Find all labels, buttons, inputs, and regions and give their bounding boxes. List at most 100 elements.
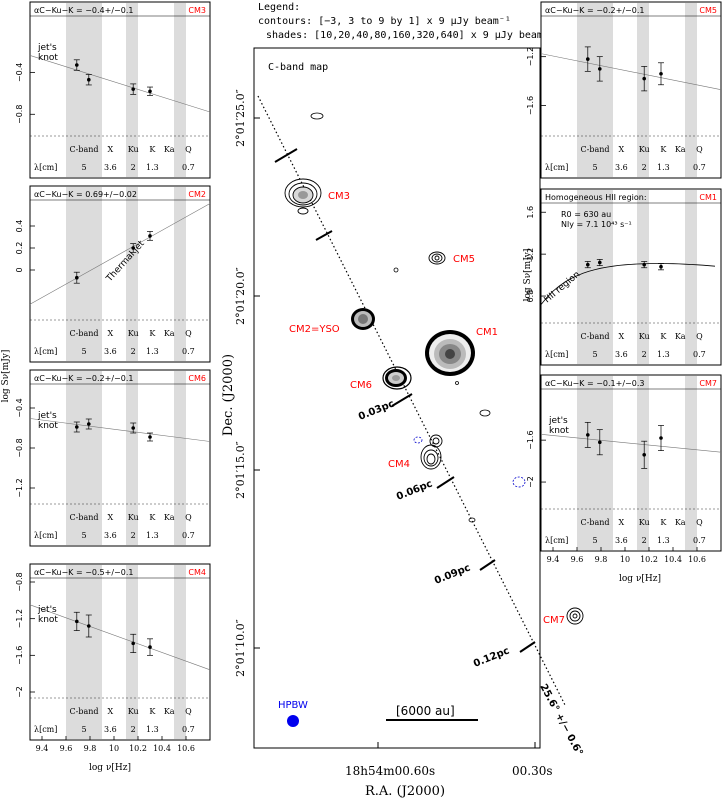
lambda-label: λ[cm] — [34, 725, 57, 734]
dec-tick-0: 2°01′25.0″ — [234, 89, 247, 147]
x-tick-label: 9.6 — [571, 555, 584, 564]
panel-name: CM6 — [188, 374, 206, 383]
data-point — [75, 425, 79, 429]
fit-line — [29, 203, 211, 305]
source-cm7-contours — [566, 607, 584, 625]
source-cm2-contours — [351, 308, 375, 330]
fit-label: αC−Ku−K = 0.69+/−0.02 — [34, 190, 137, 199]
x-tick-label: 9.8 — [84, 744, 97, 753]
scale-bar-label: [6000 au] — [396, 704, 455, 718]
lambda-value: 0.7 — [182, 531, 195, 540]
band-label: C-band — [581, 332, 610, 341]
lambda-value: 0.7 — [182, 725, 195, 734]
x-tick-label: 10.2 — [640, 555, 658, 564]
band-label: X — [619, 145, 625, 154]
data-point — [131, 641, 135, 646]
fit-line — [29, 418, 211, 442]
fit-label: Homogeneous HII region: — [545, 193, 647, 202]
band-label: X — [108, 329, 114, 338]
y-tick-label: −2 — [15, 686, 24, 698]
data-point — [586, 262, 590, 267]
data-point — [131, 246, 135, 250]
band-label: Ka — [675, 518, 686, 527]
data-point — [642, 453, 646, 457]
band-label: Ka — [164, 145, 175, 154]
distance-tick — [479, 559, 496, 571]
band-label: X — [619, 518, 625, 527]
model-parameter: Nly = 7.1 10⁴³ s⁻¹ — [561, 220, 632, 229]
lambda-value: 5 — [81, 531, 86, 540]
lambda-value: 5 — [81, 163, 86, 172]
map-label: C-band map — [268, 62, 328, 73]
band-label: K — [660, 145, 667, 154]
band-shade — [637, 3, 649, 177]
lambda-value: 1.3 — [146, 531, 159, 540]
x-tick-label: 10 — [109, 744, 119, 753]
annotation: jet's — [37, 605, 57, 615]
fit-label: αC−Ku−K = −0.5+/−0.1 — [34, 568, 133, 577]
lambda-value: 5 — [592, 350, 597, 359]
data-point — [148, 89, 152, 94]
label-cm5: CM5 — [453, 254, 475, 265]
band-label: Ka — [164, 707, 175, 716]
band-label: Q — [696, 332, 703, 341]
annotation: knot — [38, 421, 58, 431]
band-label: Q — [696, 145, 703, 154]
source-cm5-contours — [310, 112, 446, 273]
panel-name: CM2 — [188, 190, 206, 199]
x-tick-label: 9.6 — [60, 744, 73, 753]
data-point — [659, 436, 663, 440]
ra-tick-1: 00.30s — [512, 764, 553, 778]
lambda-value: 1.3 — [657, 163, 670, 172]
annotation: knot — [549, 426, 569, 436]
x-tick-label: 9.8 — [595, 555, 608, 564]
lambda-value: 1.3 — [146, 347, 159, 356]
lambda-value: 1.3 — [146, 163, 159, 172]
fit-line — [29, 55, 211, 113]
band-shade — [577, 3, 613, 177]
model-parameter: R0 = 630 au — [561, 210, 611, 219]
y-tick-label: 1.6 — [526, 206, 535, 219]
data-point — [148, 234, 152, 238]
distance-tick — [391, 393, 413, 407]
y-tick-label: −0.4 — [15, 398, 24, 417]
lambda-value: 3.6 — [104, 531, 117, 540]
y-tick-label: 0.2 — [15, 242, 24, 255]
band-label: X — [108, 145, 114, 154]
lambda-value: 5 — [81, 725, 86, 734]
band-shade — [685, 376, 697, 550]
annotation: jet's — [37, 411, 57, 421]
y-tick-label: −1.2 — [15, 478, 24, 497]
lambda-value: 1.3 — [146, 725, 159, 734]
fit-line — [540, 53, 722, 91]
y-tick-label: −1.6 — [526, 96, 535, 115]
band-label: C-band — [70, 329, 99, 338]
lambda-value: 3.6 — [615, 536, 628, 545]
band-label: K — [149, 707, 156, 716]
label-cm2: CM2=YSO — [289, 324, 340, 335]
band-label: K — [149, 513, 156, 522]
band-label: Q — [185, 145, 192, 154]
legend-title: Legend: — [258, 2, 300, 13]
lambda-value: 1.3 — [657, 350, 670, 359]
band-label: Ku — [639, 332, 650, 341]
band-label: C-band — [581, 145, 610, 154]
y-tick-label: −1.6 — [526, 430, 535, 449]
y-tick-label: −0.4 — [15, 63, 24, 82]
x-tick-label: 10.4 — [664, 555, 682, 564]
band-label: C-band — [581, 518, 610, 527]
fit-label: αC−Ku−K = −0.2+/−0.1 — [545, 6, 644, 15]
panel-name: CM5 — [699, 6, 717, 15]
label-cm4: CM4 — [388, 459, 410, 470]
sed-ylabel-left: log Sν[mJy] — [1, 350, 11, 403]
y-tick-label: −0.8 — [15, 105, 24, 124]
map-panel: Legend: contours: [−3, 3 to 9 by 1] x 9 … — [221, 2, 585, 799]
model-curve — [540, 263, 716, 305]
lambda-value: 0.7 — [693, 163, 706, 172]
